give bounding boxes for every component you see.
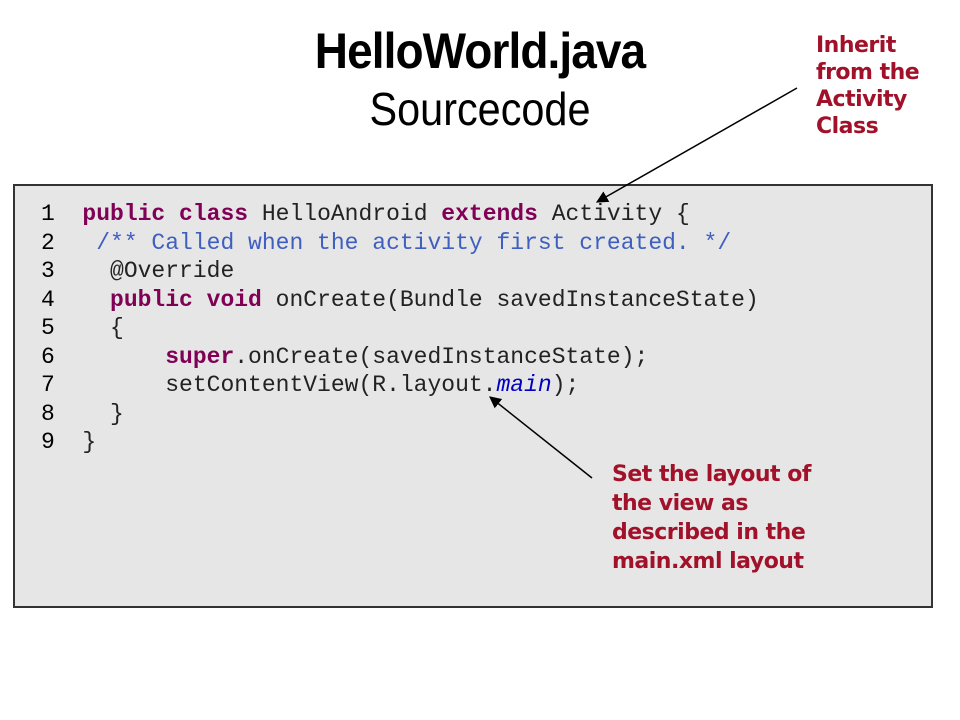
line-number: 6	[41, 343, 83, 370]
code-line: 3 @Override	[41, 257, 759, 286]
code-line: 1 public class HelloAndroid extends Acti…	[41, 200, 759, 229]
slide-title: HelloWorld.java Sourcecode	[180, 26, 780, 132]
code-block: 1 public class HelloAndroid extends Acti…	[13, 184, 933, 608]
code-token: HelloAndroid	[248, 201, 442, 227]
code-line: 4 public void onCreate(Bundle savedInsta…	[41, 286, 759, 315]
line-number: 1	[41, 201, 83, 227]
callout-line: Inherit	[816, 33, 896, 58]
code-token: }	[82, 429, 97, 455]
code-token: public void	[82, 286, 262, 313]
callout-set-layout: Set the layout of the view as described …	[612, 460, 872, 576]
code-line: 2 /** Called when the activity first cre…	[41, 229, 759, 258]
code-line: 5 {	[41, 314, 759, 343]
code-line: 6 super.onCreate(savedInstanceState);	[41, 343, 759, 372]
code-line: 9 }	[41, 428, 759, 457]
code-token: setContentView(R.layout.	[82, 372, 497, 398]
line-number: 4	[41, 286, 83, 313]
code-token: );	[551, 372, 580, 398]
code-token: {	[82, 315, 124, 341]
line-number: 3	[41, 258, 83, 284]
code-token: /** Called when the activity first creat…	[82, 229, 732, 256]
code-token: onCreate(Bundle savedInstanceState)	[261, 286, 759, 313]
callout-line: Set the layout of	[612, 462, 811, 487]
callout-line: described in the	[612, 520, 806, 545]
callout-inherit-activity: Inherit from the Activity Class	[816, 32, 956, 140]
callout-line: Class	[816, 114, 879, 139]
code-line: 8 }	[41, 400, 759, 429]
source-code: 1 public class HelloAndroid extends Acti…	[41, 200, 759, 457]
line-number: 7	[41, 372, 83, 398]
code-token: extends	[441, 201, 538, 227]
code-token: Activity {	[537, 201, 690, 227]
title-filename: HelloWorld.java	[314, 23, 646, 79]
callout-line: the view as	[612, 491, 749, 516]
code-token: main	[496, 372, 552, 398]
code-line: 7 setContentView(R.layout.main);	[41, 371, 759, 400]
code-token: }	[82, 400, 124, 427]
line-number: 5	[41, 315, 83, 341]
title-subtitle: Sourcecode	[369, 83, 591, 135]
line-number: 2	[41, 229, 83, 256]
code-token: super	[82, 343, 235, 370]
callout-line: main.xml layout	[612, 549, 804, 574]
callout-line: from the	[816, 60, 920, 85]
code-token: public class	[82, 201, 249, 227]
line-number: 8	[41, 400, 83, 427]
code-token: @Override	[82, 258, 235, 284]
code-token: .onCreate(savedInstanceState);	[234, 343, 649, 370]
line-number: 9	[41, 429, 83, 455]
callout-line: Activity	[816, 87, 907, 112]
